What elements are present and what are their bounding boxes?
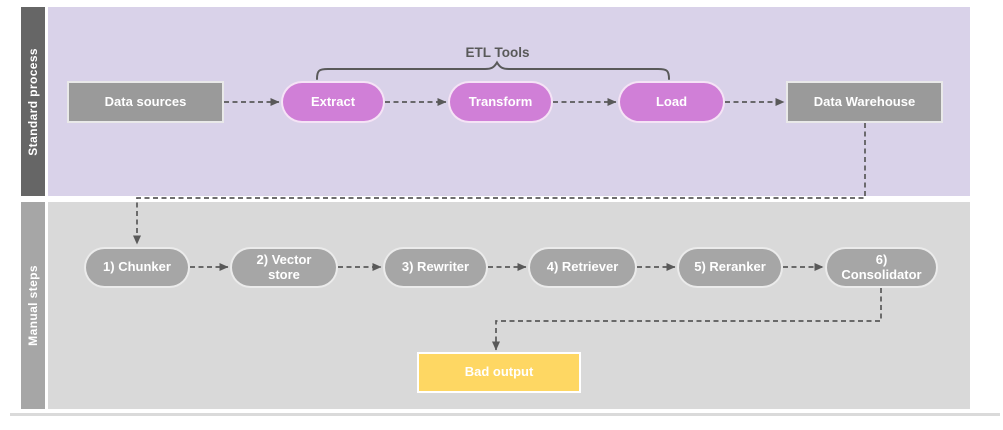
node-data-warehouse: Data Warehouse [786,81,943,123]
node-consolidator-label: 6) Consolidator [841,251,922,282]
node-vector-store: 2) Vector store [230,247,338,288]
node-extract: Extract [281,81,385,123]
node-reranker: 5) Reranker [677,247,783,288]
lane-label-manual-steps: Manual steps [26,265,40,346]
node-load: Load [618,81,725,123]
node-bad-output-label: Bad output [464,364,534,380]
node-rewriter-label: 3) Rewriter [401,259,470,275]
node-vector-store-label: 2) Vector store [256,251,312,282]
lane-label-standard-process: Standard process [26,47,40,156]
etl-tools-group-label: ETL Tools [465,45,530,60]
node-bad-output: Bad output [417,352,581,393]
node-transform-label: Transform [468,93,533,109]
bottom-divider [10,413,1000,416]
node-retriever-label: 4) Retriever [546,259,619,275]
node-data-sources: Data sources [67,81,224,123]
node-data-sources-label: Data sources [104,93,187,109]
node-chunker: 1) Chunker [84,247,190,288]
lane-header-manual-steps: Manual steps [21,202,45,409]
node-transform: Transform [448,81,553,123]
node-load-label: Load [655,93,688,109]
node-chunker-label: 1) Chunker [103,259,171,275]
node-data-warehouse-label: Data Warehouse [813,93,916,109]
node-consolidator: 6) Consolidator [825,247,938,288]
lane-header-standard-process: Standard process [21,7,45,196]
node-extract-label: Extract [310,93,356,109]
node-reranker-label: 5) Reranker [694,259,766,275]
node-rewriter: 3) Rewriter [383,247,488,288]
node-retriever: 4) Retriever [528,247,637,288]
